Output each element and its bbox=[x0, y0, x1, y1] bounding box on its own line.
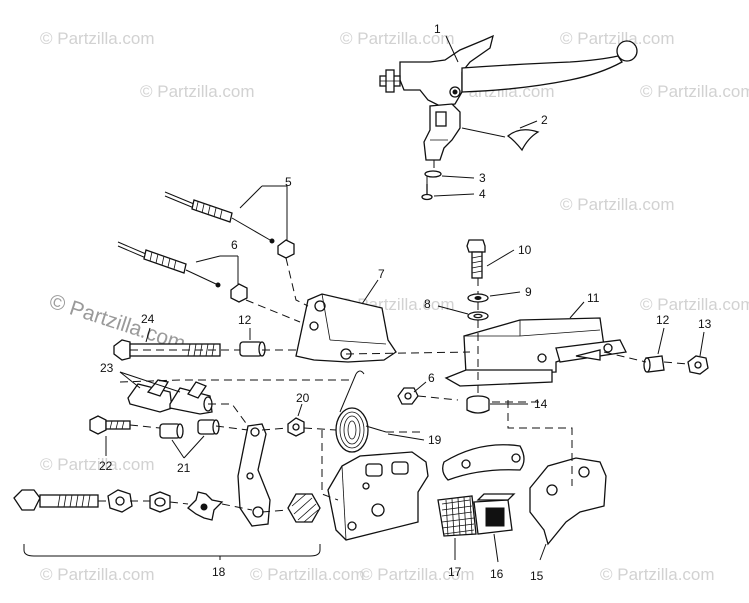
callout-6: 6 bbox=[231, 238, 238, 252]
watermark: © Partzilla.com bbox=[40, 455, 155, 474]
part-13-nut bbox=[687, 355, 709, 375]
part-18-nut-2 bbox=[149, 491, 171, 513]
part-18-nut-1 bbox=[107, 489, 133, 513]
callout-10: 10 bbox=[518, 243, 532, 257]
watermark: © Partzilla.com bbox=[560, 195, 675, 214]
watermark: © Partzilla.com bbox=[340, 29, 455, 48]
callout-9: 9 bbox=[525, 285, 532, 299]
part-12-bushing-left bbox=[239, 341, 266, 357]
part-18-spring-coupler bbox=[287, 493, 321, 523]
part-18-long-bolt bbox=[13, 489, 99, 511]
watermark: © Partzilla.com bbox=[560, 29, 675, 48]
callout-3: 3 bbox=[479, 171, 486, 185]
callout-2: 2 bbox=[541, 113, 548, 127]
watermark: © Partzilla.com bbox=[250, 565, 365, 584]
callout-24: 24 bbox=[141, 312, 155, 326]
part-caliper-shim bbox=[442, 444, 525, 481]
part-1-brake-lever bbox=[379, 34, 638, 161]
watermark: © Partzilla.com bbox=[40, 29, 155, 48]
callout-12: 12 bbox=[656, 313, 670, 327]
callout-20: 20 bbox=[296, 391, 310, 405]
part-11-housing bbox=[444, 317, 627, 387]
callout-21: 21 bbox=[177, 461, 191, 475]
watermark: © Partzilla.com bbox=[640, 295, 749, 314]
part-8-washer bbox=[467, 311, 489, 321]
callout-13: 13 bbox=[698, 317, 712, 331]
part-10-bolt bbox=[466, 239, 486, 279]
callout-12-left: 12 bbox=[238, 313, 252, 327]
callout-7: 7 bbox=[378, 267, 385, 281]
part-14-bushing bbox=[466, 395, 490, 414]
callout-11: 11 bbox=[587, 291, 600, 305]
callout-15: 15 bbox=[530, 569, 544, 583]
part-17-brake-pad bbox=[437, 495, 477, 537]
part-caliper-body bbox=[327, 451, 429, 541]
callout-17: 17 bbox=[448, 565, 462, 579]
part-18-star-washer bbox=[187, 491, 224, 521]
part-2-lever-pad bbox=[506, 129, 540, 152]
part-21-bushings bbox=[159, 419, 220, 439]
callout-4: 4 bbox=[479, 187, 486, 201]
callout-23: 23 bbox=[100, 361, 114, 375]
part-18-lever-arm bbox=[237, 423, 271, 527]
callout-8: 8 bbox=[424, 297, 431, 311]
part-9-washer bbox=[467, 293, 489, 303]
part-5-cable-adjuster bbox=[164, 191, 295, 259]
callout-18-bracket bbox=[23, 544, 321, 560]
callout-18: 18 bbox=[212, 565, 226, 579]
watermark: © Partzilla.com bbox=[140, 82, 255, 101]
part-3-washer bbox=[424, 170, 442, 178]
part-16-brake-pad bbox=[473, 493, 516, 535]
callout-19: 19 bbox=[428, 433, 442, 447]
part-7-mount-bracket bbox=[295, 293, 397, 363]
watermark: © Partzilla.com bbox=[360, 565, 475, 584]
callout-5: 5 bbox=[285, 175, 292, 189]
part-19-torsion-spring bbox=[335, 370, 387, 453]
callout-16: 16 bbox=[490, 567, 504, 581]
watermark: © Partzilla.com bbox=[40, 565, 155, 584]
part-6-nut bbox=[397, 387, 419, 405]
part-20-nut bbox=[287, 417, 305, 437]
watermark: © Partzilla.com bbox=[600, 565, 715, 584]
part-6-cable-adjuster bbox=[117, 241, 248, 303]
callout-22: 22 bbox=[99, 459, 113, 473]
callout-6-lower: 6 bbox=[428, 371, 435, 385]
callout-1: 1 bbox=[434, 22, 441, 36]
callout-14: 14 bbox=[534, 397, 548, 411]
part-22-bolt bbox=[89, 415, 131, 435]
assembly-guide-lines bbox=[98, 160, 689, 513]
part-15-caliper-bracket bbox=[529, 457, 607, 546]
part-23-clamp bbox=[127, 379, 213, 415]
part-4-screw bbox=[421, 184, 433, 201]
part-12-bushing bbox=[643, 355, 665, 373]
watermark: © Partzilla.com bbox=[640, 82, 749, 101]
